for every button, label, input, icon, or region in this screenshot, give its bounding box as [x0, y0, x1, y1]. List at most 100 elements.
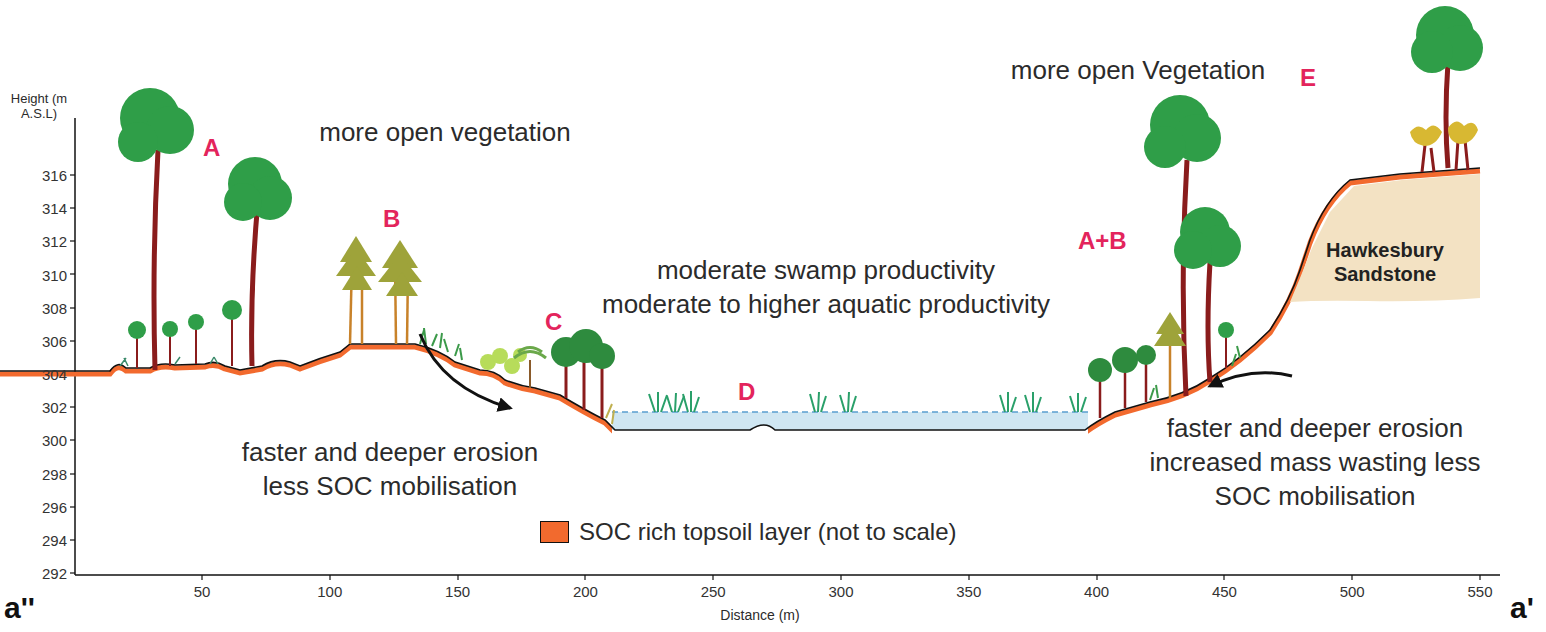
tick-label: 300	[816, 582, 866, 602]
section-end: a'	[1510, 588, 1540, 627]
annotation: faster and deeper erosion increased mass…	[1143, 412, 1488, 513]
axes-part-part	[1351, 575, 1352, 580]
vegetation-b-part	[336, 236, 422, 296]
vegetation-left-part	[118, 122, 158, 162]
vegetation-left-part	[252, 200, 258, 366]
erosion-arrows-part	[420, 334, 510, 408]
erosion-arrows	[420, 334, 1292, 408]
vegetation-e-part	[1411, 31, 1453, 73]
vegetation-right-part	[1144, 126, 1186, 168]
vegetation-left-part	[224, 183, 262, 221]
tick-label: 50	[177, 582, 227, 602]
vegetation-right-part	[1150, 346, 1240, 400]
vegetation-left-part	[231, 318, 233, 366]
reeds	[649, 391, 1086, 412]
vegetation-left-part	[128, 321, 146, 339]
tick-label: 200	[560, 582, 610, 602]
tick-label: 310	[27, 266, 67, 286]
tick-label: 316	[27, 166, 67, 186]
axes	[70, 118, 1500, 580]
vegetation-left-part	[120, 357, 218, 366]
tick-label: 450	[1199, 582, 1249, 602]
vegetation-left-part	[188, 314, 204, 330]
vegetation-left-part	[162, 321, 178, 337]
vegetation-left-part	[136, 335, 138, 368]
axes-part-part	[70, 174, 75, 175]
zone-letter: A+B	[1078, 225, 1138, 256]
annotation: faster and deeper erosion less SOC mobil…	[218, 436, 563, 504]
axes-part-part	[840, 575, 841, 580]
axes-part-part	[712, 575, 713, 580]
axes-part-part	[584, 575, 585, 580]
axes-part-part	[70, 506, 75, 507]
water-body	[612, 412, 1088, 430]
vegetation-right-part	[1154, 322, 1186, 346]
zone-letter: D	[738, 376, 762, 407]
zone-letter: A	[203, 132, 227, 163]
axes-part-part	[70, 473, 75, 474]
reeds-part	[810, 392, 826, 412]
tick-label: 314	[27, 199, 67, 219]
axes-part-part	[70, 307, 75, 308]
vegetation-left-part	[154, 150, 158, 370]
vegetation-c	[480, 329, 615, 424]
vegetation-right-part	[1136, 345, 1156, 365]
vegetation-e-part	[1410, 125, 1442, 146]
axes-part-part	[968, 575, 969, 580]
vegetation-c-part	[583, 358, 586, 410]
tick-label: 150	[433, 582, 483, 602]
vegetation-c-part	[601, 362, 604, 418]
vegetation-e-part	[1456, 140, 1468, 170]
vegetation-e-part	[1422, 145, 1434, 172]
vegetation-c-part	[606, 404, 614, 424]
rock-unit: Hawkesbury Sandstone	[1278, 160, 1482, 305]
vegetation-left-part	[195, 328, 197, 364]
vegetation-e-part	[1448, 121, 1478, 144]
reeds-part	[1070, 393, 1086, 412]
axes-part-part	[329, 575, 330, 580]
vegetation-c-part	[589, 343, 615, 369]
ground-profile-part	[0, 168, 1480, 430]
tick-label: 312	[27, 232, 67, 252]
vegetation-left	[118, 88, 292, 370]
tick-label: 300	[27, 431, 67, 451]
vegetation-right-part	[1112, 347, 1138, 373]
tick-label: 304	[27, 365, 67, 385]
tick-label: 302	[27, 398, 67, 418]
axes-part-part	[70, 240, 75, 241]
axis-title: Distance (m)	[690, 606, 830, 624]
axes-part-part	[1223, 575, 1224, 580]
tick-label: 292	[27, 564, 67, 584]
axes-part-part	[1479, 575, 1480, 580]
reeds-part	[1025, 392, 1041, 412]
axes-part-part	[70, 273, 75, 274]
tick-label: 100	[305, 582, 355, 602]
legend-text: SOC rich topsoil layer (not to scale)	[579, 518, 956, 546]
axes-part-part	[1096, 575, 1097, 580]
tick-label: 306	[27, 332, 67, 352]
annotation: moderate to higher aquatic productivity	[566, 288, 1086, 322]
water-body-part	[612, 411, 1088, 413]
vegetation-right	[1088, 95, 1241, 418]
vegetation-right-part	[1174, 231, 1212, 269]
vegetation-e-part	[1446, 62, 1448, 168]
annotation: more open vegetation	[285, 116, 605, 150]
reeds-part	[1000, 392, 1016, 412]
vegetation-b-part-part	[342, 266, 372, 290]
vegetation-right-part	[1208, 262, 1210, 382]
vegetation-c-part	[514, 348, 546, 359]
vegetation-left-part	[169, 334, 171, 366]
vegetation-e	[1410, 6, 1483, 172]
axes-part-part	[70, 572, 75, 573]
vegetation-right-part	[1225, 336, 1227, 368]
erosion-arrows-part	[1210, 373, 1292, 386]
axes-part-part	[70, 406, 75, 407]
ground-profile-part	[0, 171, 1480, 433]
vegetation-right-part	[1183, 160, 1187, 396]
vegetation-b-part-part	[386, 272, 418, 296]
water-body-part	[612, 412, 1088, 430]
tick-label: 400	[1072, 582, 1122, 602]
sandstone-fill	[1290, 174, 1480, 302]
axes-part-part	[70, 439, 75, 440]
